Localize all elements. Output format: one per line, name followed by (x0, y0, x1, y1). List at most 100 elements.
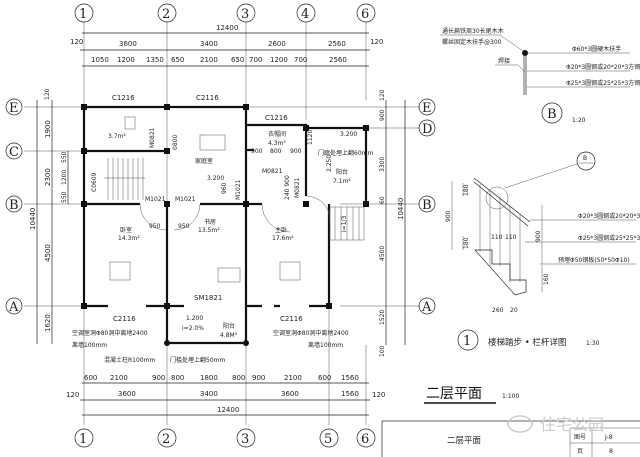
dim-text: 120 (370, 38, 383, 46)
dim-text: 110 (491, 234, 503, 241)
note: Φ60*3圆硬木扶手 (572, 45, 621, 53)
detail-mark: 1 (463, 334, 471, 349)
top-dimensions: 12400 120 3600 3400 2600 2560 120 1050 1… (70, 24, 383, 67)
note: 离墙100mm (72, 341, 107, 349)
room-name: 卧室 (120, 226, 132, 234)
axis-label: A (421, 300, 432, 315)
dim-text: 1900 (44, 120, 52, 138)
dim-text: 800 (232, 374, 245, 382)
window-label: C1216 (265, 114, 288, 122)
axis-label: E (422, 101, 432, 116)
watermark-text: 住宅公园 (540, 415, 604, 434)
dim-text: 100 (379, 345, 386, 357)
note: Φ20*3圆钢或20*20*3方钢 (566, 63, 640, 71)
axis-label: 2 (162, 432, 170, 447)
detail-b-handrail: 通长扁铁周30长尾木木 螺丝固定木扶手@300 焊接 Φ60*3圆硬木扶手 Φ2… (440, 27, 640, 124)
axis-label: 6 (361, 7, 369, 22)
dim-text: 20 (510, 307, 518, 314)
dim-text: 950 (149, 223, 161, 230)
note: 通长扁铁周30长尾木木 (442, 27, 504, 35)
dim-text: 3300 (379, 157, 386, 172)
note: Φ25*3圆钢或25*25*3方钢 (566, 79, 640, 87)
bottom-dimensions: 600 2100 900 800 1800 800 900 2100 600 1… (66, 374, 385, 416)
axis-label: B (422, 198, 432, 213)
dim-text: 2300 (44, 168, 52, 186)
detail-1-stair: B 180 900 180 110 110 900 160 260 20 Φ20… (445, 151, 640, 351)
dim-text: 700 (249, 56, 262, 64)
detail-mark: B (547, 107, 557, 122)
note: 门廊处埋上翻60mm (318, 149, 373, 157)
room-name: 书房 (204, 218, 216, 226)
note: 混凝土柱R100mm (104, 356, 155, 364)
area-label: 13.5m² (198, 227, 220, 234)
dim-text: 650 (171, 56, 184, 64)
note: 螺丝固定木扶手@300 (442, 38, 502, 46)
dim-text: 1560 (341, 390, 359, 398)
dim-text: 900 (290, 148, 302, 155)
dim-text: 2100 (200, 56, 218, 64)
dim-text: 2100 (284, 374, 302, 382)
dim-text: 2560 (329, 56, 347, 64)
axis-label: 4 (301, 7, 309, 22)
drawing-number: J-8 (604, 434, 613, 441)
note: 门槛处埋上翻50mm (170, 356, 225, 364)
left-dimensions: 120 1900 2300 4500 1620 10440 550 1200 5… (29, 88, 69, 344)
area-label: 17.6m² (272, 235, 294, 242)
area-label: 4.8M² (220, 332, 238, 339)
note: 空调室洞Φ80洞中离地2400 (72, 329, 148, 337)
dim-text: 120 (379, 89, 386, 101)
room-name: 阳台 (336, 168, 348, 176)
dim-text: 800 (270, 148, 282, 155)
dim-text: 1120 (307, 130, 314, 145)
dim-text: 1800 (200, 374, 218, 382)
dim-text: 0800 (172, 135, 179, 150)
dim-text: 160 (543, 273, 550, 285)
axis-label: 2 (162, 7, 170, 22)
elevation-label: 3.200 (207, 175, 224, 182)
label: 图号 (574, 434, 586, 441)
axis-label: 1 (79, 432, 87, 447)
dim-text: 3600 (281, 390, 299, 398)
slope-label: i=2.0% (182, 325, 204, 332)
dim-text: 12400 (216, 24, 238, 32)
title-block: 二层平面 图号 J-8 页 8 (381, 420, 640, 457)
watermark: 住宅公园 (507, 415, 604, 434)
dim-text: 3600 (119, 40, 137, 48)
dim-text: 3400 (200, 40, 218, 48)
note: Φ25*3圆钢或25*25*3方钢 (578, 234, 640, 242)
dim-text: 1050 (91, 56, 109, 64)
dim-text: 800 (171, 374, 184, 382)
dim-text: 700 (294, 56, 307, 64)
scale-label: 1:20 (572, 117, 586, 124)
dim-text: 550 (61, 191, 68, 203)
area-label: 4.3m² (268, 140, 286, 147)
plan-title: 二层平面 (426, 386, 482, 402)
door-label: M1021 (175, 196, 196, 203)
axis-bubbles-left: E C B A (5, 98, 23, 315)
scale-label: 1:30 (586, 340, 600, 347)
axis-label: 6 (361, 432, 369, 447)
axis-label: B (9, 198, 19, 213)
elevation-label: 3.200 (340, 131, 357, 138)
dim-text: 2600 (268, 40, 286, 48)
dim-text: 1350 (146, 56, 164, 64)
dim-text: 1620 (44, 314, 52, 332)
door-label: M1021 (235, 179, 242, 200)
room-name: 衣帽间 (268, 130, 286, 138)
scale-label: 1:100 (502, 393, 519, 400)
dim-text: 3400 (200, 390, 218, 398)
dim-text: 2560 (328, 40, 346, 48)
dim-text: 10440 (397, 198, 405, 220)
right-dimensions: 120 900 3300 60 4500 1520 100 10440 (379, 89, 406, 357)
axis-label: A (8, 300, 19, 315)
walls (81, 104, 369, 346)
room-name: 主卧 (275, 226, 287, 234)
window-label: C2116 (196, 94, 219, 102)
room-name: 家庭室 (195, 157, 213, 165)
axis-label: 3 (241, 7, 249, 22)
dim-text: 1200 (117, 56, 135, 64)
window-label: C2116 (280, 315, 303, 323)
dim-text: 900 (379, 109, 386, 121)
slope-label: i=1/3 (341, 215, 348, 232)
